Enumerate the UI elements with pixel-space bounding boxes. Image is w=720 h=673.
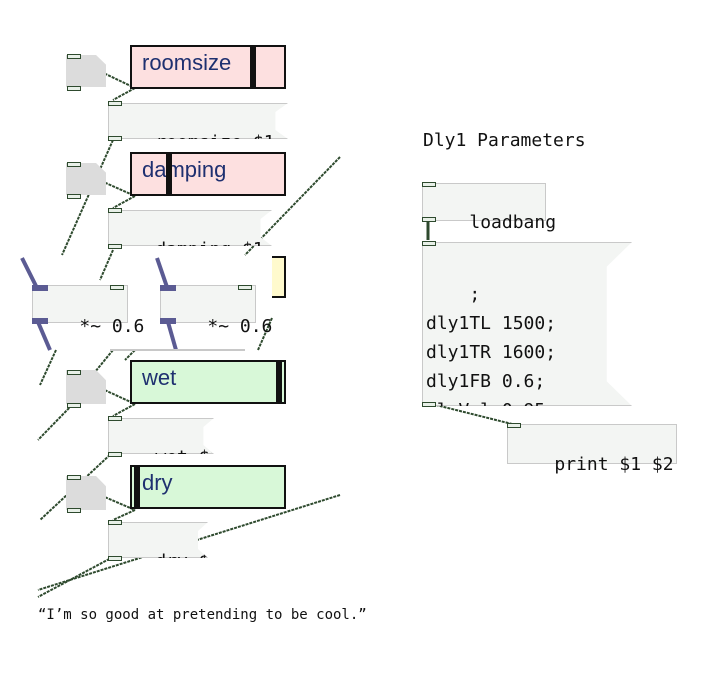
slider-knob[interactable]	[134, 467, 140, 507]
dry-message[interactable]: dry $1	[108, 522, 208, 558]
cord-params-to-print	[427, 402, 513, 425]
damping-slider-label: damping	[142, 157, 227, 182]
damping-slider[interactable]: damping	[130, 152, 286, 196]
inlet	[67, 162, 81, 167]
wet-slider-label: wet	[142, 365, 177, 390]
section-title-comment: Dly1 Parameters	[423, 130, 586, 151]
damping-message-text: damping $1	[155, 239, 264, 260]
inlet	[422, 241, 436, 246]
inlet	[108, 416, 122, 421]
dry-slider-label: dry	[142, 470, 173, 495]
outlet	[67, 86, 81, 91]
signal-inlet	[32, 285, 48, 291]
delay-parameters-message[interactable]: ; dly1TL 1500; dly1TR 1600; dly1FB 0.6; …	[422, 242, 632, 406]
dry-number-box[interactable]: 0	[66, 476, 106, 510]
signal-outlet	[160, 318, 176, 324]
slider-knob[interactable]	[276, 362, 282, 402]
inlet	[110, 285, 124, 290]
inlet	[67, 475, 81, 480]
roomsize-message-text: roomsize $1	[155, 132, 275, 153]
cord-dry-long-2	[37, 556, 114, 598]
loadbang-object[interactable]: loadbang	[422, 183, 556, 233]
wet-number-box[interactable]: 1	[66, 370, 106, 404]
damping-number-box[interactable]: 0.4	[66, 163, 106, 195]
roomsize-slider-label: roomsize	[142, 50, 232, 75]
multiply-signal-object-right[interactable]: *~ 0.6	[160, 285, 272, 337]
slider-knob[interactable]	[250, 47, 256, 87]
inlet	[108, 520, 122, 525]
outlet	[422, 217, 436, 222]
roomsize-number-box[interactable]: 0.8	[66, 55, 106, 87]
cord-wet-left-down	[37, 404, 73, 441]
signal-inlet	[160, 285, 176, 291]
cord-damping-msg-down	[99, 249, 114, 281]
outlet	[108, 244, 122, 249]
inlet	[108, 101, 122, 106]
inlet	[507, 423, 521, 428]
outlet	[422, 402, 436, 407]
slider-knob[interactable]	[166, 154, 172, 194]
cord-wet-slider-to-msg	[112, 403, 136, 417]
dry-message-text: dry $1	[155, 551, 221, 572]
outlet	[67, 508, 81, 513]
multiply-left-text: *~ 0.6	[79, 316, 145, 337]
wet-message-text: wet $1	[155, 447, 221, 468]
dry-slider[interactable]: dry	[130, 465, 286, 509]
outlet	[67, 403, 81, 408]
roomsize-slider[interactable]: roomsize	[130, 45, 286, 89]
loadbang-text: loadbang	[469, 212, 557, 233]
print-text: print $1 $2	[554, 454, 674, 475]
multiply-signal-object-left[interactable]: *~ 0.6	[32, 285, 144, 337]
outlet	[108, 452, 122, 457]
print-object[interactable]: print $1 $2	[507, 424, 677, 475]
outlet	[67, 194, 81, 199]
roomsize-message[interactable]: roomsize $1	[108, 103, 288, 139]
quote-comment: “I’m so good at pretending to be cool.”	[38, 607, 367, 623]
signal-outlet	[32, 318, 48, 324]
delay-parameters-text: ; dly1TL 1500; dly1TR 1600; dly1FB 0.6; …	[426, 284, 557, 421]
wet-message[interactable]: wet $1	[108, 418, 214, 454]
outlet	[108, 136, 122, 141]
inlet	[422, 182, 436, 187]
inlet	[238, 285, 252, 290]
inlet	[108, 208, 122, 213]
yellow-canvas-fragment	[272, 256, 286, 298]
wet-slider[interactable]: wet	[130, 360, 286, 404]
cord-roomsize-slider-to-msg	[112, 87, 136, 101]
inlet	[67, 370, 81, 375]
damping-message[interactable]: damping $1	[108, 210, 272, 246]
inlet	[67, 54, 81, 59]
outlet	[108, 556, 122, 561]
cord-damping-slider-to-msg	[112, 195, 136, 209]
cord-dry-slider-to-msg	[112, 509, 136, 521]
multiply-right-text: *~ 0.6	[207, 316, 273, 337]
cord-mid-short	[124, 349, 136, 361]
